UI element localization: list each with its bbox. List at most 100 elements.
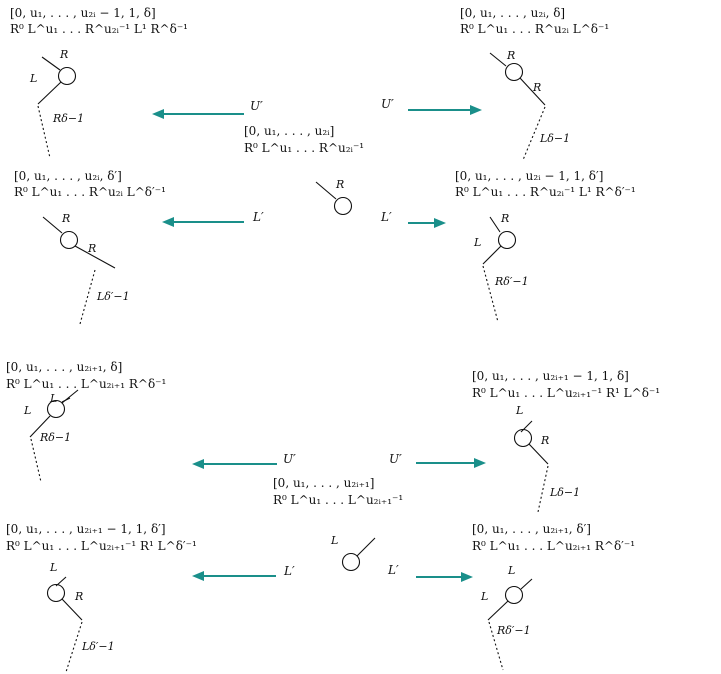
bot-arrow-ll-label: L′ (283, 564, 295, 578)
top-tl-seq: [0, u₁, . . . , u₂ᵢ − 1, 1, δ] (10, 6, 156, 20)
bot-bl-dashed (65, 621, 83, 673)
bot-tl-edge-out (29, 415, 51, 438)
top-arrow-ll-label: L′ (252, 210, 264, 224)
bot-br-node-label: L (507, 564, 515, 577)
top-br-edge-label: Rδ′−1 (494, 275, 529, 288)
top-tl-dashed (37, 105, 51, 159)
bot-br-word: R⁰ L^u₁ . . . L^u₂ᵢ₊₁ R^δ′⁻¹ (472, 539, 635, 553)
bot-arrow-ll: L′ (192, 564, 295, 581)
bot-center-word: R⁰ L^u₁ . . . L^u₂ᵢ₊₁⁻¹ (273, 493, 403, 507)
top-center-node-label: R (335, 178, 344, 191)
top-center-seq: [0, u₁, . . . , u₂ᵢ] (244, 124, 334, 138)
top-tr-edge-out (519, 77, 546, 106)
top-br-dashed (482, 265, 499, 323)
bot-tl-word: R⁰ L^u₁ . . . L^u₂ᵢ₊₁ R^δ⁻¹ (6, 377, 166, 391)
top-br-node-label: R (500, 212, 509, 225)
bot-br-edge-out (487, 600, 509, 621)
bot-tl-dashed (30, 438, 42, 483)
top-bl-edge-out (74, 245, 116, 269)
top-bl-word: R⁰ L^u₁ . . . R^u₂ᵢ L^δ′⁻¹ (14, 185, 166, 199)
bot-br-dashed (488, 621, 504, 671)
top-tr-node (504, 62, 524, 82)
top-center-word: R⁰ L^u₁ . . . R^u₂ᵢ⁻¹ (244, 141, 364, 155)
top-tl-node-label: R (59, 48, 68, 61)
top-bl-node-label: R (61, 212, 70, 225)
top-tr-word: R⁰ L^u₁ . . . R^u₂ᵢ L^δ⁻¹ (460, 22, 609, 36)
top-arrow-ur-label: U′ (381, 97, 394, 111)
bot-center-node (341, 552, 361, 572)
bot-arrow-ul-label: U′ (283, 452, 296, 466)
bot-tl-node-label: L (49, 392, 57, 405)
top-br-word: R⁰ L^u₁ . . . R^u₂ᵢ⁻¹ L¹ R^δ′⁻¹ (455, 185, 636, 199)
bot-tl-edge-label: Rδ−1 (39, 431, 71, 444)
top-tr-seq: [0, u₁, . . . , u₂ᵢ, δ] (460, 6, 565, 20)
bot-bl-seq: [0, u₁, . . . , u₂ᵢ₊₁ − 1, 1, δ′] (6, 522, 166, 536)
top-br-edge-in (489, 216, 501, 233)
bot-arrow-ur-label: U′ (389, 452, 402, 466)
bot-br-block: [0, u₁, . . . , u₂ᵢ₊₁, δ′] R⁰ L^u₁ . . .… (472, 522, 635, 671)
bot-tl-edge-top (61, 389, 79, 404)
bot-center-node-label: L (330, 534, 338, 547)
bot-tr-edge-out (528, 443, 549, 465)
bot-tr-dashed (537, 465, 549, 513)
top-bl-edge-in (42, 216, 63, 234)
top-center-node (333, 196, 353, 216)
top-tl-word: R⁰ L^u₁ . . . R^u₂ᵢ⁻¹ L¹ R^δ⁻¹ (10, 22, 188, 36)
bot-arrow-ul: U′ (192, 452, 296, 469)
top-br-block: [0, u₁, . . . , u₂ᵢ − 1, 1, δ′] R⁰ L^u₁ … (455, 169, 636, 323)
bot-tr-node-label: L (515, 404, 523, 417)
bot-bl-edge-label: Lδ′−1 (81, 640, 115, 653)
top-tl-block: [0, u₁, . . . , u₂ᵢ − 1, 1, δ] R⁰ L^u₁ .… (10, 6, 188, 159)
bot-bl-edge-out (61, 598, 83, 621)
top-center-block: [0, u₁, . . . , u₂ᵢ] R⁰ L^u₁ . . . R^u₂ᵢ… (244, 124, 364, 216)
top-bl-node (59, 230, 79, 250)
top-tl-node (57, 66, 77, 86)
top-tr-block: [0, u₁, . . . , u₂ᵢ, δ] R⁰ L^u₁ . . . R^… (460, 6, 609, 161)
top-tl-edge-label: Rδ−1 (52, 112, 84, 125)
bot-br-edge-top (520, 578, 533, 590)
bot-tl-seq: [0, u₁, . . . , u₂ᵢ₊₁, δ] (6, 360, 122, 374)
top-tr-edge-label: Lδ−1 (539, 132, 570, 145)
bot-arrow-lr: L′ (387, 563, 473, 582)
bot-tr-edge-top (520, 420, 533, 433)
bot-tr-edge-label: Lδ−1 (549, 486, 580, 499)
top-bl-seq: [0, u₁, . . . , u₂ᵢ, δ′] (14, 169, 122, 183)
top-bl-dashed (79, 269, 96, 325)
bot-bl-node-label: L (49, 561, 57, 574)
top-tl-side-label: L (29, 72, 37, 85)
bot-tr-side-label: R (540, 434, 549, 447)
bot-tl-block: [0, u₁, . . . , u₂ᵢ₊₁, δ] R⁰ L^u₁ . . . … (6, 360, 166, 483)
bot-center-seq: [0, u₁, . . . , u₂ᵢ₊₁] (273, 476, 374, 490)
top-arrow-lr: L′ (380, 210, 446, 228)
bot-tr-seq: [0, u₁, . . . , u₂ᵢ₊₁ − 1, 1, δ] (472, 369, 629, 383)
top-arrow-ul-label: U′ (250, 99, 263, 113)
bot-br-edge-label: Rδ′−1 (496, 624, 531, 637)
top-arrow-ll: L′ (162, 210, 264, 227)
top-br-seq: [0, u₁, . . . , u₂ᵢ − 1, 1, δ′] (455, 169, 603, 183)
bot-bl-block: [0, u₁, . . . , u₂ᵢ₊₁ − 1, 1, δ′] R⁰ L^u… (6, 522, 197, 673)
top-br-side-label: L (473, 236, 481, 249)
top-tl-edge-in (41, 56, 61, 71)
bot-center-block: [0, u₁, . . . , u₂ᵢ₊₁] R⁰ L^u₁ . . . L^u… (273, 476, 403, 572)
bot-center-edge (356, 537, 376, 557)
bot-bl-node (46, 583, 66, 603)
bot-tr-block: [0, u₁, . . . , u₂ᵢ₊₁ − 1, 1, δ] R⁰ L^u₁… (472, 369, 660, 513)
top-tr-edge-in (489, 52, 507, 67)
top-bl-block: [0, u₁, . . . , u₂ᵢ, δ′] R⁰ L^u₁ . . . R… (14, 169, 166, 325)
top-tr-dashed (522, 106, 546, 161)
bot-br-side-label: L (480, 590, 488, 603)
bot-br-seq: [0, u₁, . . . , u₂ᵢ₊₁, δ′] (472, 522, 591, 536)
top-arrow-ul: U′ (152, 99, 263, 119)
bot-bl-word: R⁰ L^u₁ . . . L^u₂ᵢ₊₁⁻¹ R¹ L^δ′⁻¹ (6, 539, 197, 553)
bot-arrow-lr-label: L′ (387, 563, 399, 577)
bot-tr-word: R⁰ L^u₁ . . . L^u₂ᵢ₊₁⁻¹ R¹ L^δ⁻¹ (472, 386, 660, 400)
bot-bl-side-label: R (74, 590, 83, 603)
bot-tr-node (513, 428, 533, 448)
top-br-edge-out (482, 245, 502, 265)
bot-arrow-ur: U′ (389, 452, 486, 468)
top-bl-edge-label: Lδ′−1 (96, 290, 130, 303)
bot-tl-node (46, 399, 66, 419)
top-center-edge (315, 181, 337, 200)
top-tr-side-label: R (532, 81, 541, 94)
top-br-node (497, 230, 517, 250)
